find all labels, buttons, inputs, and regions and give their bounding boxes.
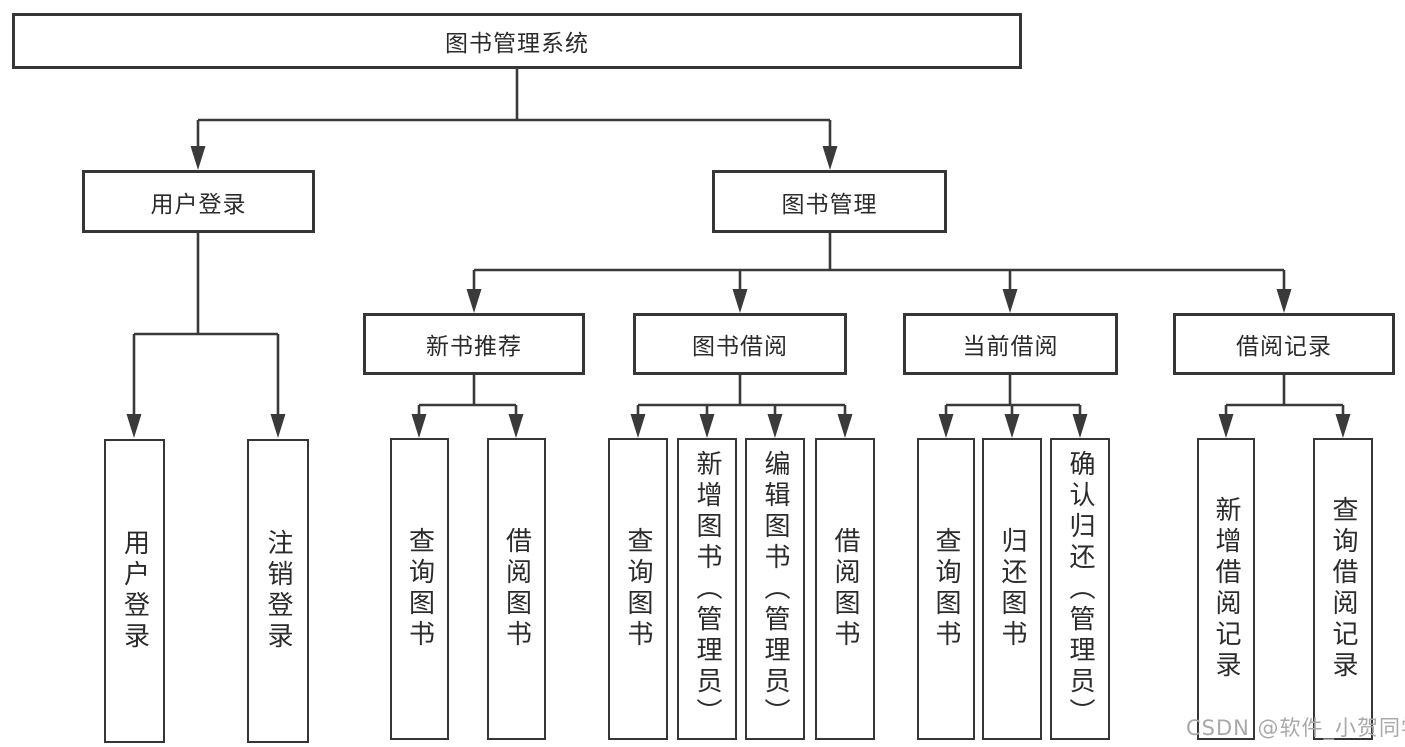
leaf-borrow-query-books: 查询图书 [608,438,668,740]
leaf-return-book: 归还图书 [982,438,1042,740]
connector-new-book-recommend [411,375,524,438]
node-library-system: 图书管理系统 [12,13,1022,69]
leaf-confirm-return-admin: 确认归还（管理员） [1050,438,1110,740]
connector-user-login [126,232,286,438]
connector-current-borrow [938,375,1088,438]
connector-book-borrow [630,375,853,438]
connector-book-management [466,232,1292,313]
leaf-query-borrow-record: 查询借阅记录 [1313,438,1373,740]
node-current-borrow: 当前借阅 [903,313,1118,375]
node-new-book-recommend: 新书推荐 [363,313,585,375]
leaf-current-query-books: 查询图书 [917,438,975,740]
leaf-add-book-admin: 新增图书（管理员） [677,438,737,740]
leaf-logout-login: 注销登录 [247,439,309,743]
csdn-watermark: CSDN @软件_小贺同学 [1186,716,1405,740]
leaf-edit-book-admin: 编辑图书（管理员） [745,438,805,740]
leaf-add-borrow-record: 新增借阅记录 [1197,438,1255,740]
node-book-management: 图书管理 [712,170,947,233]
leaf-recommend-query-books: 查询图书 [390,438,449,740]
leaf-recommend-borrow-books: 借阅图书 [487,438,546,740]
leaf-borrow-books: 借阅图书 [815,438,875,740]
node-user-login: 用户登录 [82,170,315,233]
node-book-borrow: 图书借阅 [633,313,847,375]
connector-borrow-records [1218,375,1351,438]
connector-root [190,68,838,170]
node-borrow-records: 借阅记录 [1173,313,1395,375]
leaf-user-login: 用户登录 [104,439,165,743]
